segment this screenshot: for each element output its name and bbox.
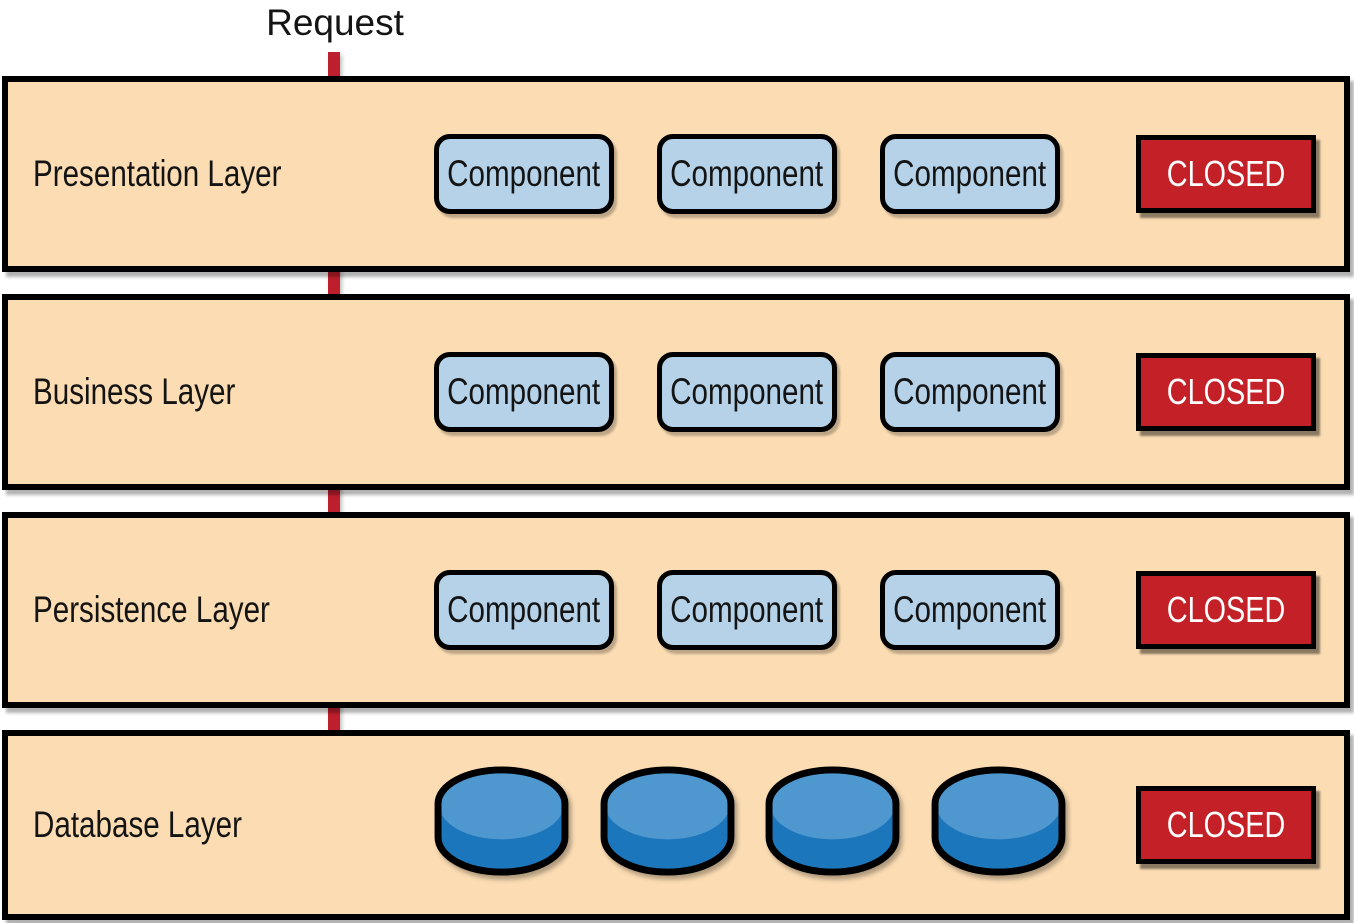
database-cylinder-icon xyxy=(434,766,569,876)
component-box: Component xyxy=(434,352,614,432)
database-cylinder-icon xyxy=(765,766,900,876)
component-box: Component xyxy=(657,134,837,214)
request-label: Request xyxy=(266,2,404,43)
closed-status-badge: CLOSED xyxy=(1136,571,1316,649)
component-box: Component xyxy=(880,352,1060,432)
layer-business: Business Layer Component Component Compo… xyxy=(2,294,1350,490)
closed-status-badge: CLOSED xyxy=(1136,135,1316,213)
component-box: Component xyxy=(880,570,1060,650)
database-cylinder-icon xyxy=(600,766,735,876)
component-box: Component xyxy=(434,134,614,214)
component-box: Component xyxy=(657,570,837,650)
component-box: Component xyxy=(657,352,837,432)
database-cylinder-icon xyxy=(931,766,1066,876)
layer-label: Presentation Layer xyxy=(33,153,282,194)
layer-persistence: Persistence Layer Component Component Co… xyxy=(2,512,1350,708)
layer-label: Database Layer xyxy=(33,804,242,845)
layer-presentation: Presentation Layer Component Component C… xyxy=(2,76,1350,272)
layer-database: Database Layer CLOSED xyxy=(2,730,1350,920)
closed-status-badge: CLOSED xyxy=(1136,786,1316,864)
component-box: Component xyxy=(434,570,614,650)
component-box: Component xyxy=(880,134,1060,214)
layer-label: Persistence Layer xyxy=(33,589,270,630)
layer-label: Business Layer xyxy=(33,371,236,412)
closed-status-badge: CLOSED xyxy=(1136,353,1316,431)
